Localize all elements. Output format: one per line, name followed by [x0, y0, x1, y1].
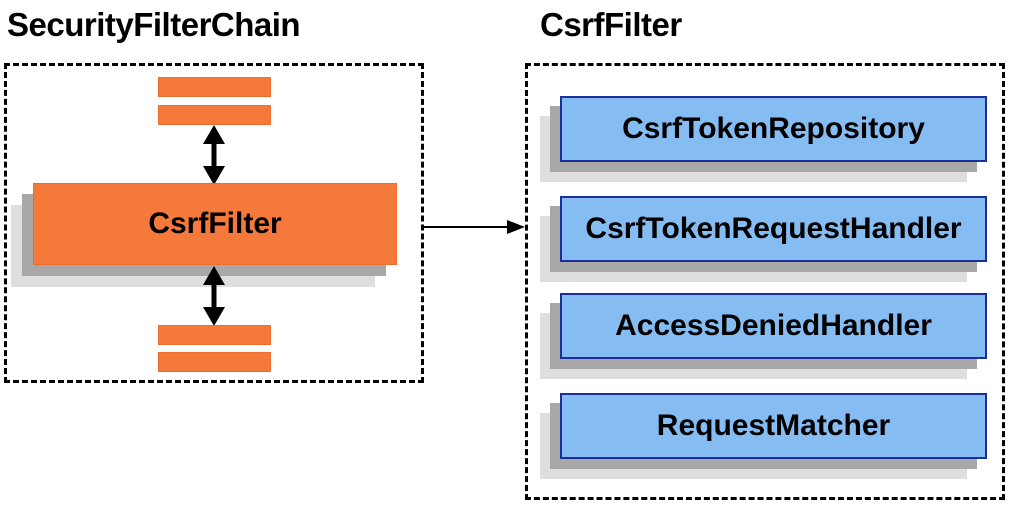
- security-filter-chain-title: SecurityFilterChain: [7, 6, 301, 43]
- component-label: CsrfTokenRepository: [622, 112, 925, 145]
- csrf-filter-box: CsrfFilter: [33, 183, 397, 265]
- security-filter-chain-container: [4, 63, 424, 383]
- component-label: AccessDeniedHandler: [615, 309, 932, 342]
- component-box-access-denied-handler: AccessDeniedHandler: [560, 293, 987, 359]
- flow-arrow-icon: [424, 220, 525, 234]
- filter-bar: [158, 77, 271, 97]
- component-label: RequestMatcher: [656, 409, 891, 442]
- component-label: CsrfTokenRequestHandler: [585, 212, 962, 245]
- filter-bar: [158, 352, 271, 372]
- component-box-csrf-token-request-handler: CsrfTokenRequestHandler: [560, 196, 987, 262]
- component-box-csrf-token-repository: CsrfTokenRepository: [560, 96, 987, 162]
- csrf-filter-title: CsrfFilter: [540, 6, 682, 43]
- csrf-filter-components-container: [525, 63, 1005, 500]
- component-box-request-matcher: RequestMatcher: [560, 393, 987, 459]
- filter-bar: [158, 325, 271, 345]
- bidirectional-arrow-icon: [203, 266, 225, 326]
- bidirectional-arrow-icon: [203, 125, 225, 185]
- filter-bar: [158, 105, 271, 125]
- csrf-filter-box-label: CsrfFilter: [148, 207, 282, 240]
